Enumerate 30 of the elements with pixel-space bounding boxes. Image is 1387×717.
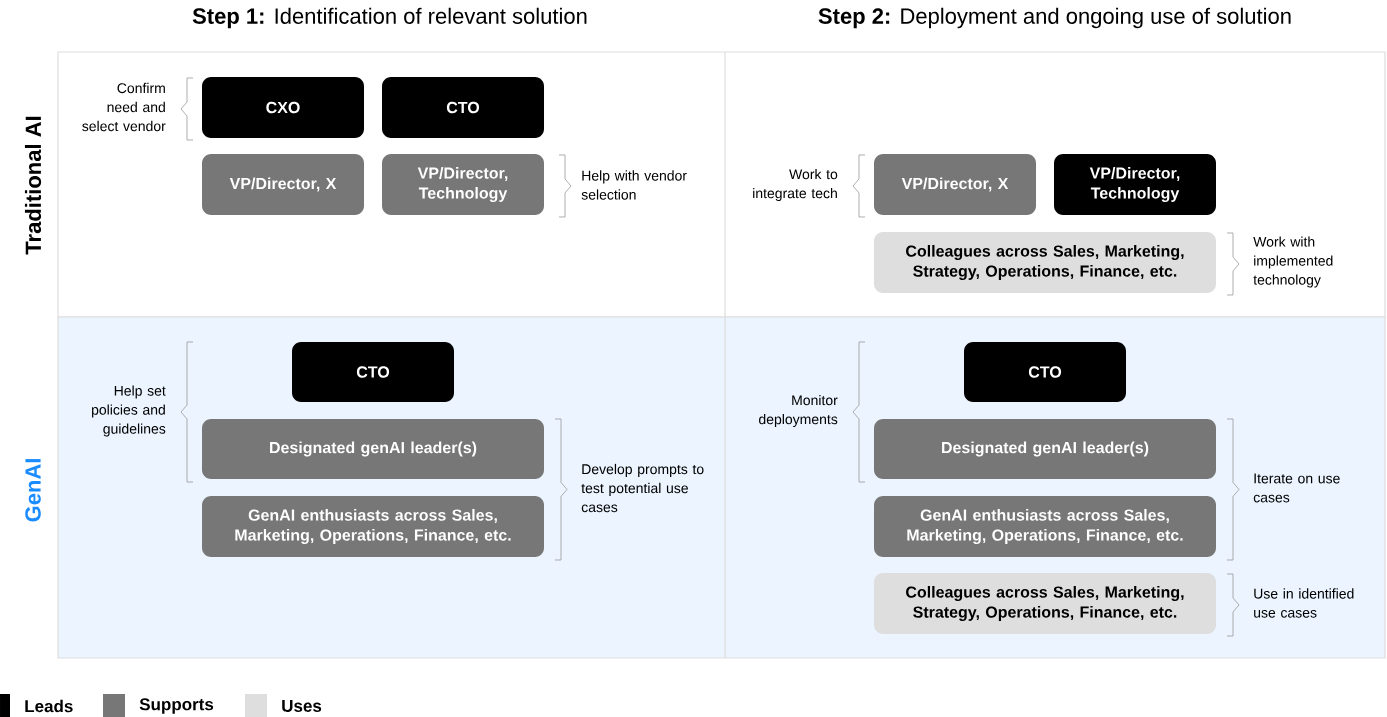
role-box: VP/Director, Technology bbox=[382, 154, 544, 215]
column-heading: Step 2: Deployment and ongoing use of solution bbox=[818, 7, 1291, 29]
annotation: Work to integrate tech bbox=[753, 168, 838, 201]
role-box: Colleagues across Sales, Marketing, Strategy, Operations, Finance, etc. bbox=[874, 232, 1216, 293]
row-heading: Traditional AI bbox=[24, 116, 42, 255]
legend-label: Supports bbox=[139, 698, 214, 714]
role-box: VP/Director, X bbox=[874, 154, 1036, 215]
role-box: GenAI enthusiasts across Sales, Marketing, Operations, Finance, etc. bbox=[202, 496, 544, 557]
column-heading: Step 1: Identification of relevant solution bbox=[192, 7, 587, 29]
role-box: GenAI enthusiasts across Sales, Marketing, Operations, Finance, etc. bbox=[874, 496, 1216, 557]
role-box: CXO bbox=[202, 77, 364, 138]
legend-label: Leads bbox=[25, 699, 73, 713]
role-box: VP/Director, X bbox=[202, 154, 364, 215]
role-box: CTO bbox=[292, 342, 454, 402]
role-box: CTO bbox=[382, 77, 544, 138]
row-heading: GenAI bbox=[25, 459, 41, 522]
annotation: Iterate on use cases bbox=[1253, 473, 1340, 503]
annotation: Use in identified use cases bbox=[1254, 588, 1354, 618]
role-box: Designated genAI leader(s) bbox=[874, 419, 1216, 479]
role-box: CTO bbox=[964, 342, 1126, 402]
role-box: Colleagues across Sales, Marketing, Strategy, Operations, Finance, etc. bbox=[874, 573, 1216, 634]
annotation: Help set policies and guidelines bbox=[92, 385, 166, 437]
role-box: VP/Director, Technology bbox=[1054, 154, 1216, 215]
annotation: Develop prompts to test potential use cases bbox=[581, 463, 704, 513]
role-box: Designated genAI leader(s) bbox=[202, 419, 544, 479]
annotation: Confirm need and select vendor bbox=[82, 82, 166, 132]
annotation: Work with implemented technology bbox=[1253, 236, 1333, 288]
legend-label: Uses bbox=[282, 700, 322, 712]
annotation: Monitor deployments bbox=[759, 394, 838, 427]
annotation: Help with vendor selection bbox=[581, 170, 687, 200]
